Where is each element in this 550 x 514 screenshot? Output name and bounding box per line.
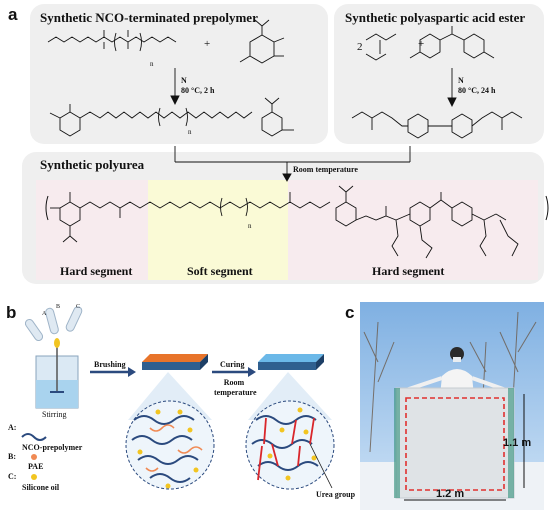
pae-condition-temp: 80 °C, 24 h: [458, 86, 496, 95]
legend-key-b: B:: [8, 452, 16, 461]
brushing-label: Brushing: [94, 360, 126, 369]
n-subscript-3: n: [248, 222, 252, 230]
photo-panel: [360, 302, 544, 510]
pae-condition-n2: N: [458, 76, 464, 85]
legend-label-pae: PAE: [28, 462, 44, 471]
soft-segment-bg: [148, 180, 288, 280]
pae-box: [334, 4, 544, 144]
soft-segment-label: Soft segment: [187, 264, 253, 278]
n-subscript-2: n: [188, 128, 192, 136]
plus-sign: +: [204, 38, 211, 50]
panel-label-c: c: [345, 303, 355, 322]
plus-sign-pae: +: [418, 38, 425, 50]
coefficient-two: 2: [357, 41, 363, 53]
urea-group-label: Urea group: [316, 490, 356, 499]
tube-label-a: A: [42, 311, 47, 317]
panel-label-b: b: [6, 303, 17, 322]
prepolymer-condition-temp: 80 °C, 2 h: [181, 86, 215, 95]
curing-label: Curing: [220, 360, 245, 369]
room-temperature-label-a: Room temperature: [293, 165, 358, 174]
height-dimension-label: 1.1 m: [503, 437, 532, 449]
n-subscript-1: n: [150, 60, 154, 68]
prepolymer-title: Synthetic NCO-terminated prepolymer: [40, 10, 258, 25]
legend-label-silicone: Silicone oil: [22, 483, 60, 492]
tube-label-c: C: [76, 304, 81, 310]
pae-title: Synthetic polyaspartic acid ester: [345, 10, 526, 25]
width-dimension-label: 1.2 m: [436, 488, 465, 500]
legend-label-prepolymer: NCO-prepolymer: [22, 443, 83, 452]
hard-segment-bg-left: [36, 180, 148, 280]
hard-segment-label-left: Hard segment: [60, 264, 133, 278]
hard-segment-label-right: Hard segment: [372, 264, 445, 278]
legend-key-a: A:: [8, 423, 17, 432]
room-temperature-label-b: Room temperature: [214, 378, 257, 397]
photo-scene: [360, 302, 544, 510]
hard-segment-bg-right: [288, 180, 538, 280]
tube-label-b: B: [56, 304, 61, 310]
panel-label-a: a: [8, 5, 18, 24]
legend-key-c: C:: [8, 472, 17, 481]
polyurea-title: Synthetic polyurea: [40, 157, 145, 172]
stirring-label: Stirring: [42, 410, 67, 419]
prepolymer-condition-n2: N: [181, 76, 187, 85]
